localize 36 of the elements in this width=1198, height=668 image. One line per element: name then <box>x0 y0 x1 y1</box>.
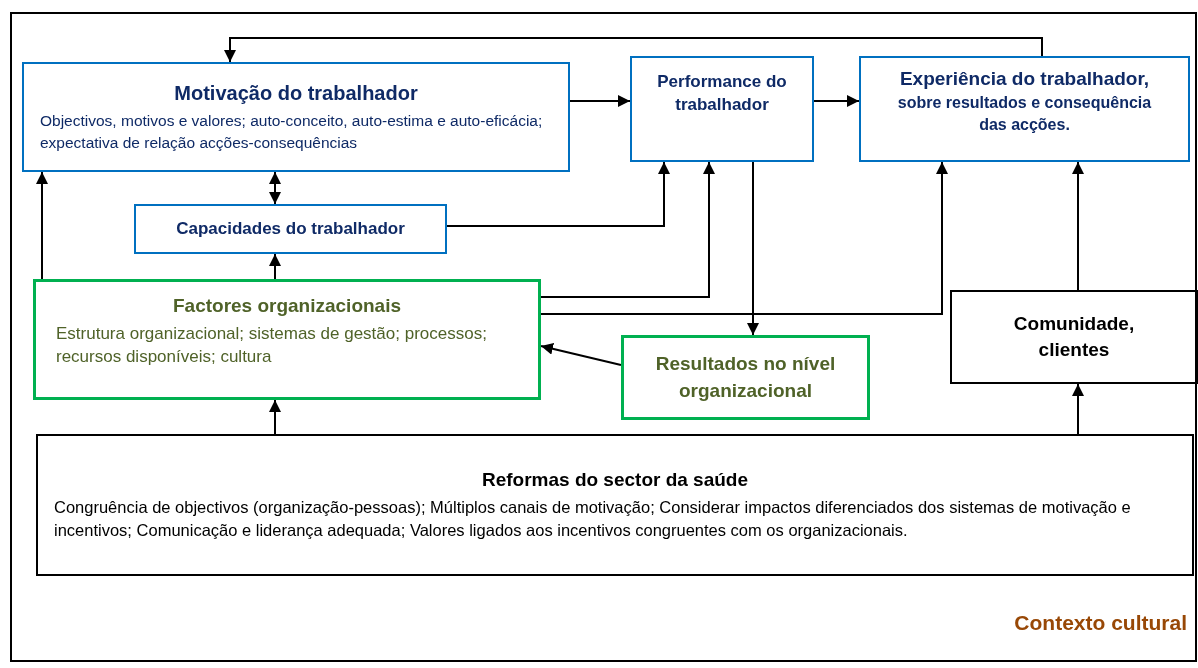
arrow <box>269 253 281 280</box>
arrow <box>569 95 631 107</box>
box-description: Objectivos, motivos e valores; auto-conceito, auto-estima e auto-eficácia; expectativa de relação acções-consequências <box>39 111 544 153</box>
context-heading: Contexto cultural <box>1014 609 1187 636</box>
box-label: Capacidades do trabalhador <box>175 218 406 241</box>
box-label: Performance do trabalhador <box>656 71 788 117</box>
process-box <box>22 62 570 172</box>
box-description: Congruência de objectivos (organização-pessoas); Múltiplos canais de motivação; Considerar impactos diferenciados dos sistemas de motivação e incentivos; Comunicação e liderança adequada; Valores ligados aos incentivos congruentes com os organizacionais. <box>53 497 1132 541</box>
arrow <box>269 399 281 435</box>
box-label: Resultados no nível organizacional <box>654 352 837 403</box>
arrow <box>813 95 860 107</box>
process-box <box>630 56 814 162</box>
arrow <box>446 161 670 227</box>
arrow <box>224 37 1043 63</box>
process-box <box>134 204 447 254</box>
process-box <box>36 434 1194 576</box>
arrow <box>540 342 622 366</box>
box-heading: Factores organizacionais <box>171 294 403 318</box>
arrow <box>1072 161 1084 291</box>
box-description: Estrutura organizacional; sistemas de gestão; processos; recursos disponíveis; cultura <box>55 322 488 369</box>
box-heading: Motivação do trabalhador <box>173 81 419 107</box>
process-box <box>859 56 1190 162</box>
box-heading: Reformas do sector da saúde <box>480 468 750 493</box>
box-label: Comunidade, clientes <box>1012 311 1136 362</box>
arrow <box>1072 383 1084 435</box>
arrow <box>747 161 759 336</box>
process-box <box>33 279 541 400</box>
arrow <box>269 171 281 205</box>
arrow <box>540 161 948 315</box>
arrow <box>540 161 715 298</box>
process-box <box>950 290 1198 384</box>
box-description: sobre resultados e consequência das acções. <box>896 93 1153 136</box>
process-box <box>621 335 870 420</box>
box-heading: Experiência do trabalhador, <box>898 67 1151 91</box>
context-frame <box>10 12 1197 662</box>
arrow <box>36 171 48 280</box>
